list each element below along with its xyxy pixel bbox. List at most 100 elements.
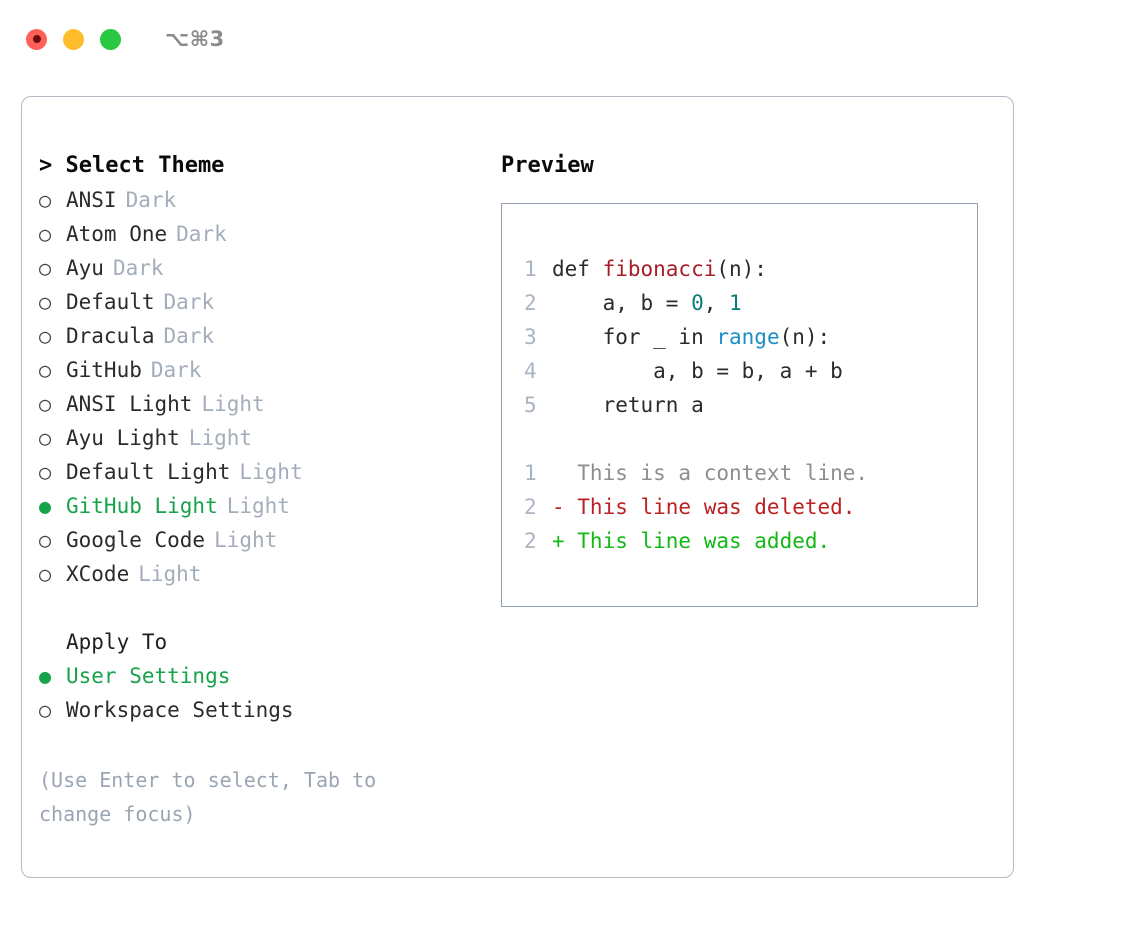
theme-option-github[interactable]: ○ GitHub Dark: [39, 353, 499, 387]
theme-variant-badge: Dark: [125, 188, 177, 212]
diff-line-add: 2 + This line was added.: [524, 524, 977, 558]
apply-to-option-label: User Settings: [66, 664, 231, 688]
theme-option-atom-one[interactable]: ○ Atom One Dark: [39, 217, 499, 251]
line-number: 2: [524, 529, 537, 553]
radio-unselected-icon: ○: [39, 290, 52, 314]
theme-option-label: ANSI: [66, 188, 117, 212]
line-number: 2: [524, 291, 537, 315]
code-token: fibonacci: [602, 257, 717, 281]
radio-unselected-icon: ○: [39, 698, 52, 722]
diff-line-ctx: 1 This is a context line.: [524, 456, 977, 490]
diff-line-text: This is a context line.: [552, 461, 869, 485]
line-number: 2: [524, 495, 537, 519]
window-controls: [26, 28, 121, 50]
theme-option-label: ANSI Light: [66, 392, 193, 416]
radio-selected-icon: ●: [39, 494, 52, 518]
code-token: range: [716, 325, 780, 349]
code-line: 4 a, b = b, a + b: [524, 354, 977, 388]
code-line: 1 def fibonacci(n):: [524, 252, 977, 286]
theme-variant-badge: Light: [188, 426, 253, 450]
code-token: return a: [552, 393, 704, 417]
minimize-button-icon[interactable]: [63, 28, 84, 50]
theme-option-ansi-light[interactable]: ○ ANSI Light Light: [39, 387, 499, 421]
theme-variant-badge: Dark: [163, 324, 215, 348]
diff-sample: 1 This is a context line. 2 - This line wa…: [524, 456, 977, 558]
theme-option-ayu-light[interactable]: ○ Ayu Light Light: [39, 421, 499, 455]
radio-selected-icon: ●: [39, 664, 52, 688]
diff-line-text: - This line was deleted.: [552, 495, 856, 519]
theme-variant-badge: Dark: [112, 256, 164, 280]
apply-to-option-user-settings[interactable]: ● User Settings: [39, 659, 499, 693]
radio-unselected-icon: ○: [39, 188, 52, 212]
code-spacer: [524, 422, 977, 456]
title-bar: ⌥⌘3: [0, 0, 1140, 78]
radio-unselected-icon: ○: [39, 426, 52, 450]
code-line: 3 for _ in range(n):: [524, 320, 977, 354]
code-token: (n):: [779, 325, 831, 349]
line-number: 1: [524, 461, 537, 485]
code-token: for _ in: [552, 325, 717, 349]
apply-to-option-list: ● User Settings ○Workspace Settings: [39, 659, 499, 727]
theme-variant-badge: Dark: [163, 290, 215, 314]
theme-variant-badge: Dark: [150, 358, 202, 382]
theme-option-xcode[interactable]: ○ XCode Light: [39, 557, 499, 591]
apply-to-section: Apply To ● User Settings ○Workspace Settin…: [39, 625, 499, 727]
line-number: 4: [524, 359, 537, 383]
theme-option-ansi[interactable]: ○ ANSI Dark: [39, 183, 499, 217]
radio-unselected-icon: ○: [39, 324, 52, 348]
page-title: > Select Theme: [39, 153, 225, 178]
theme-option-label: Ayu Light: [66, 426, 180, 450]
code-line: 2 a, b = 0, 1: [524, 286, 977, 320]
code-line: 5 return a: [524, 388, 977, 422]
theme-option-dracula[interactable]: ○ Dracula Dark: [39, 319, 499, 353]
code-token: 1: [729, 291, 742, 315]
theme-option-label: Default Light: [66, 460, 231, 484]
theme-option-label: Dracula: [66, 324, 155, 348]
apply-to-title: Apply To: [66, 630, 168, 654]
theme-option-label: Ayu: [66, 256, 104, 280]
theme-option-label: GitHub Light: [66, 494, 218, 518]
code-token: a, b =: [552, 291, 692, 315]
theme-option-ayu[interactable]: ○ Ayu Dark: [39, 251, 499, 285]
line-number: 5: [524, 393, 537, 417]
line-number: 1: [524, 257, 537, 281]
theme-variant-badge: Light: [214, 528, 278, 552]
theme-option-github-light[interactable]: ● GitHub Light Light: [39, 489, 499, 523]
diff-line-text: + This line was added.: [552, 529, 831, 553]
theme-variant-badge: Light: [138, 562, 202, 586]
code-token: def: [552, 257, 603, 281]
code-token: a, b = b, a + b: [552, 359, 843, 383]
radio-unselected-icon: ○: [39, 358, 52, 382]
radio-unselected-icon: ○: [39, 392, 52, 416]
close-button-icon[interactable]: [26, 28, 47, 50]
radio-unselected-icon: ○: [39, 256, 52, 280]
maximize-button-icon[interactable]: [100, 28, 121, 50]
keyboard-hint-text: (Use Enter to select, Tab to change focu…: [39, 768, 389, 826]
theme-option-label: Atom One: [66, 222, 168, 246]
theme-variant-badge: Light: [226, 494, 290, 518]
code-token: (n):: [716, 257, 767, 281]
preview-title: Preview: [501, 153, 594, 178]
theme-variant-badge: Light: [201, 392, 265, 416]
theme-variant-badge: Light: [239, 460, 303, 484]
radio-unselected-icon: ○: [39, 222, 52, 246]
diff-line-del: 2 - This line was deleted.: [524, 490, 977, 524]
theme-option-label: XCode: [66, 562, 130, 586]
code-token: ,: [703, 291, 730, 315]
theme-option-label: GitHub: [66, 358, 142, 382]
theme-variant-badge: Dark: [176, 222, 227, 246]
radio-unselected-icon: ○: [39, 562, 52, 586]
radio-unselected-icon: ○: [39, 528, 52, 552]
apply-to-option-workspace-settings[interactable]: ○Workspace Settings: [39, 693, 499, 727]
code-token: 0: [691, 291, 704, 315]
keyboard-shortcut-label: ⌥⌘3: [165, 27, 225, 51]
